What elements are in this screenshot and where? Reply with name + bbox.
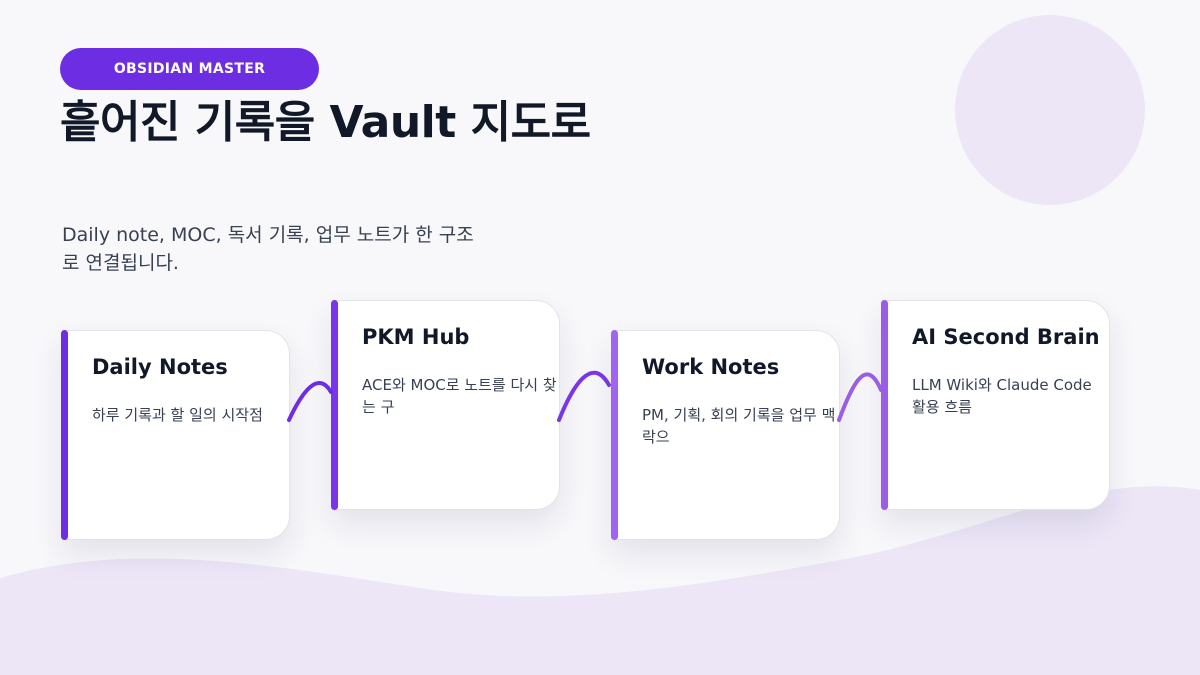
card-title: AI Second Brain bbox=[912, 325, 1100, 349]
connector-curve bbox=[557, 370, 611, 422]
card-title: PKM Hub bbox=[362, 325, 470, 349]
card-pkm-hub: PKM Hub ACE와 MOC로 노트를 다시 찾는 구 bbox=[331, 300, 560, 510]
card-description: 하루 기록과 할 일의 시작점 bbox=[92, 406, 263, 424]
page-subtitle: Daily note, MOC, 독서 기록, 업무 노트가 한 구조로 연결됩… bbox=[62, 224, 474, 274]
card-description: LLM Wiki와 Claude Code 활용 흐름 bbox=[912, 376, 1092, 416]
category-badge: OBSIDIAN MASTER bbox=[60, 48, 319, 90]
card-accent-bar bbox=[61, 330, 68, 540]
card-accent-bar bbox=[881, 300, 888, 510]
card-ai-second-brain: AI Second Brain LLM Wiki와 Claude Code 활용… bbox=[881, 300, 1110, 510]
card-daily-notes: Daily Notes 하루 기록과 할 일의 시작점 bbox=[61, 330, 290, 540]
card-description: ACE와 MOC로 노트를 다시 찾는 구 bbox=[362, 376, 557, 416]
card-title: Work Notes bbox=[642, 355, 780, 379]
page-title: 흩어진 기록을 Vault 지도로 bbox=[60, 97, 591, 148]
card-accent-bar bbox=[611, 330, 618, 540]
decorative-circle bbox=[955, 15, 1145, 205]
connector-curve bbox=[287, 381, 333, 422]
card-work-notes: Work Notes PM, 기획, 회의 기록을 업무 맥락으 bbox=[611, 330, 840, 540]
card-description: PM, 기획, 회의 기록을 업무 맥락으 bbox=[642, 406, 836, 446]
card-accent-bar bbox=[331, 300, 338, 510]
card-title: Daily Notes bbox=[92, 355, 228, 379]
connector-curve bbox=[837, 372, 883, 422]
